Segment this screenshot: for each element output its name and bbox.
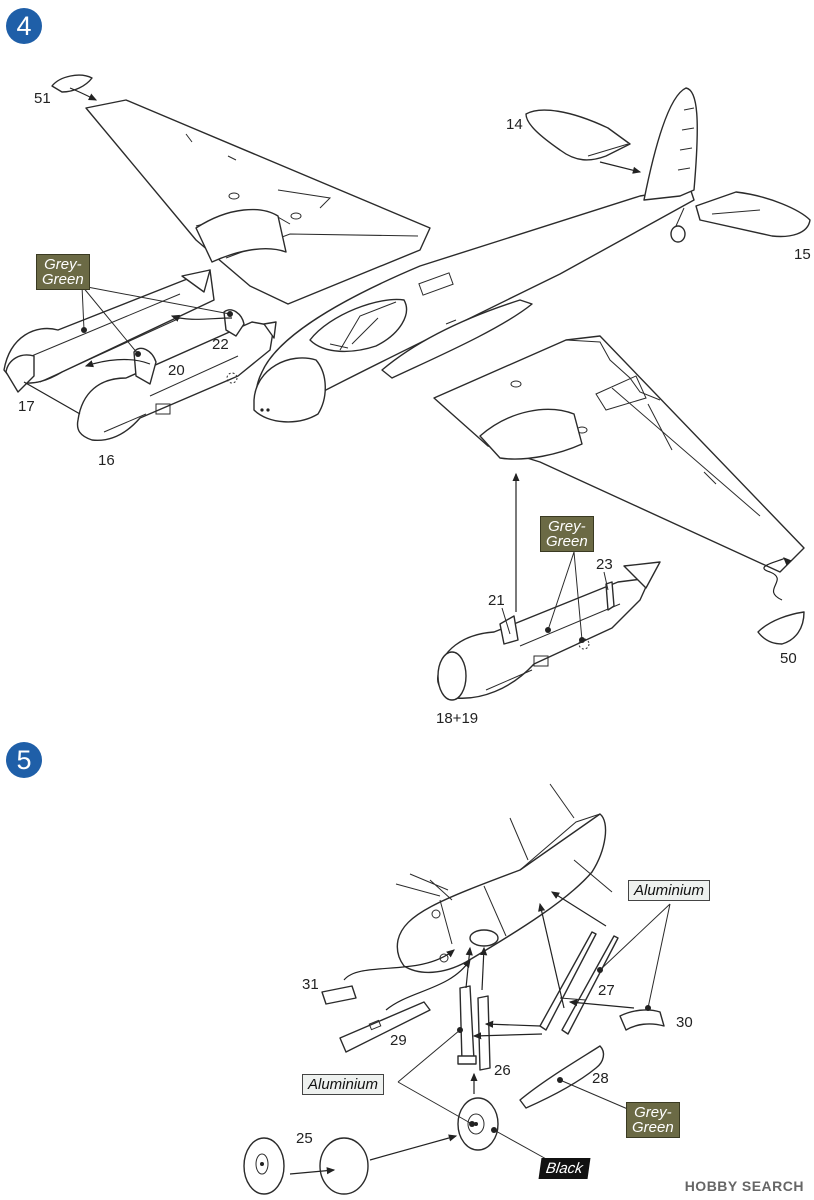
part-label-18-19: 18+19: [436, 710, 479, 727]
part-label-17: 17: [18, 398, 35, 415]
step-5-badge: 5: [6, 742, 42, 778]
part-label-50: 50: [780, 650, 797, 667]
paint-callout-aluminium: Aluminium: [302, 1074, 385, 1095]
part-label-20: 20: [168, 362, 185, 379]
part-label-21: 21: [488, 592, 505, 609]
part-label-30: 30: [676, 1014, 693, 1031]
landing-gear-drawing: [243, 783, 671, 1195]
part-label-28: 28: [592, 1070, 609, 1087]
part-label-25: 25: [296, 1130, 313, 1147]
part-label-15: 15: [794, 246, 811, 263]
part-label-16: 16: [98, 452, 115, 469]
watermark: HOBBY SEARCH: [684, 1178, 804, 1194]
part-label-14: 14: [506, 116, 523, 133]
part-label-27: 27: [598, 982, 615, 999]
paint-callout-grey-green: Grey- Green: [626, 1102, 680, 1138]
paint-callout-black: Black: [538, 1158, 591, 1179]
part-label-31: 31: [302, 976, 319, 993]
part-label-26: 26: [494, 1062, 511, 1079]
step-4-badge: 4: [6, 8, 42, 44]
paint-callout-grey-green: Grey- Green: [36, 254, 90, 290]
part-label-23: 23: [596, 556, 613, 573]
part-label-22: 22: [212, 336, 229, 353]
part-label-29: 29: [390, 1032, 407, 1049]
aircraft-drawing: [3, 74, 811, 701]
part-label-51: 51: [34, 90, 51, 107]
paint-callout-aluminium: Aluminium: [628, 880, 711, 901]
paint-callout-grey-green: Grey- Green: [540, 516, 594, 552]
